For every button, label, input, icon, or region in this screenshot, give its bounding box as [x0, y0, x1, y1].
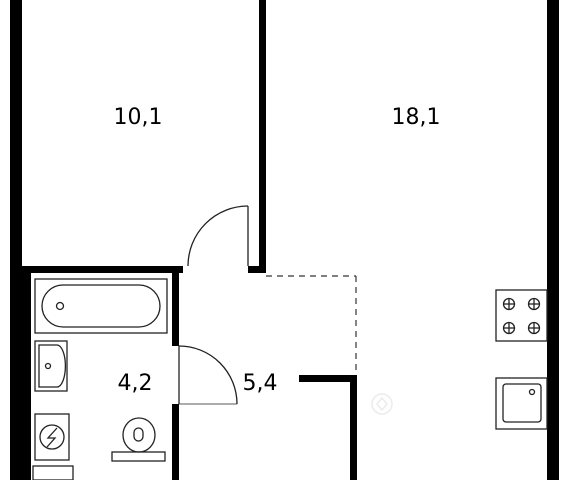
left-inner-wall — [22, 273, 31, 480]
hallway-wall-vertical — [350, 375, 357, 480]
right-wall — [547, 0, 559, 480]
washbasin-icon — [34, 340, 68, 392]
living-kitchen-area-label: 18,1 — [392, 105, 441, 130]
left-wall — [10, 0, 22, 480]
washing-machine-icon — [34, 413, 70, 461]
kitchen-zone-boundary — [266, 275, 357, 375]
watermark-logo — [371, 393, 393, 415]
bathroom-wall-lower — [172, 404, 179, 480]
hallway-area-label: 5,4 — [243, 371, 278, 396]
interior-walls — [22, 0, 357, 480]
cabinet-outline — [32, 465, 74, 480]
bedroom-bottom-wall — [22, 266, 183, 273]
bathtub-icon — [34, 278, 168, 334]
toilet-icon — [111, 417, 166, 462]
sink-icon — [495, 377, 548, 430]
bedroom-living-partition — [259, 0, 266, 273]
bedroom-bottom-wall-stub — [248, 266, 266, 273]
bedroom-area-label: 10,1 — [114, 105, 163, 130]
hallway-wall-horizontal — [299, 375, 357, 382]
bathroom-wall-upper — [172, 266, 179, 346]
stove-icon — [495, 289, 548, 342]
door-swing-icon — [178, 205, 249, 405]
exterior-walls — [10, 0, 559, 480]
bathroom-area-label: 4,2 — [118, 371, 153, 396]
